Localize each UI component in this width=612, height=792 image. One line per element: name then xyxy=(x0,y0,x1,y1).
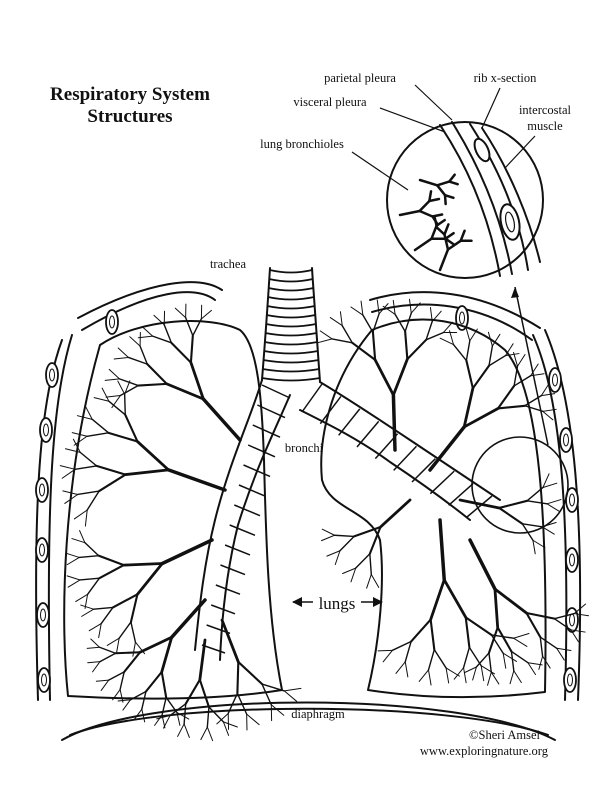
bronchi xyxy=(194,379,501,661)
trachea xyxy=(261,267,321,383)
rib-section xyxy=(559,427,573,453)
rib-section xyxy=(548,367,562,393)
label-parietal-pleura: parietal pleura xyxy=(324,71,396,85)
right-chest-wall xyxy=(369,291,582,701)
lungs-indicator: lungs xyxy=(292,592,383,614)
label-intercostal-1: intercostal xyxy=(519,103,572,117)
magnify-connector xyxy=(514,286,549,446)
focus-circle xyxy=(471,436,569,534)
rib-section xyxy=(35,537,49,563)
right-lung-outline xyxy=(320,318,547,699)
right-bronchiole-tree xyxy=(317,298,590,686)
trachea-rings xyxy=(261,269,321,382)
title-line-2: Structures xyxy=(87,106,172,127)
inset-bronchioles xyxy=(398,173,473,272)
left-rib-cross-sections xyxy=(35,309,119,693)
left-chest-wall xyxy=(35,281,223,701)
rib-section xyxy=(36,602,50,628)
rib-section xyxy=(45,362,59,388)
rib-section xyxy=(105,309,119,335)
label-diaphragm: diaphragm xyxy=(291,707,345,721)
credit-website: www.exploringnature.org xyxy=(420,744,549,758)
label-lungs: lungs xyxy=(319,594,356,613)
diaphragm-shape xyxy=(61,701,556,741)
label-trachea: trachea xyxy=(210,257,247,271)
connector-arrowhead xyxy=(511,287,519,298)
label-rib-x-section: rib x-section xyxy=(474,71,538,85)
label-lung-bronchioles: lung bronchioles xyxy=(260,137,344,151)
rib-section xyxy=(35,477,49,503)
title-line-1: Respiratory System xyxy=(50,84,210,105)
label-intercostal-2: muscle xyxy=(527,119,563,133)
rib-section xyxy=(37,667,51,693)
left-lung-outline xyxy=(63,320,283,700)
magnified-inset xyxy=(386,121,544,279)
label-bronchi: bronchi xyxy=(285,441,324,455)
left-bronchiole-tree xyxy=(59,303,302,742)
bronchi-rings xyxy=(201,383,493,654)
credit-author: ©Sheri Amsel xyxy=(469,728,540,742)
right-rib-cross-sections xyxy=(455,305,579,693)
rib-section xyxy=(565,547,579,573)
rib-section xyxy=(39,417,53,443)
rib-section xyxy=(563,667,577,693)
inset-pleura-layers xyxy=(439,121,541,277)
label-visceral-pleura: visceral pleura xyxy=(293,95,367,109)
